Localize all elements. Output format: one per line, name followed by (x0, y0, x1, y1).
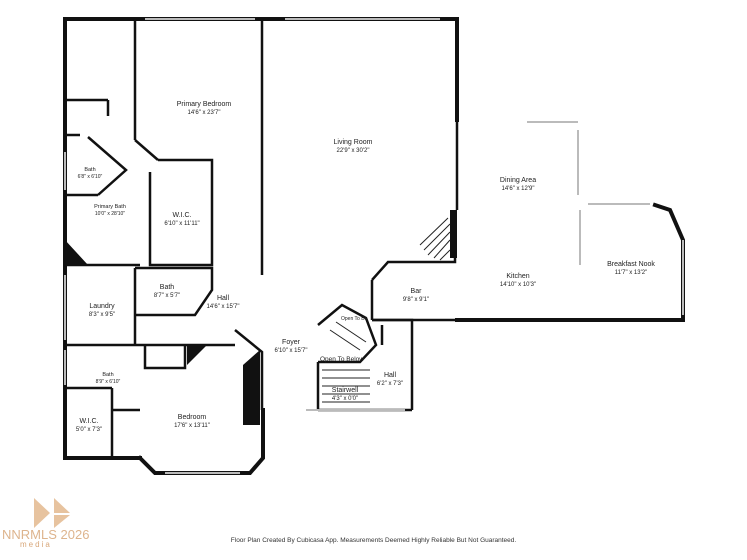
room-dims: 5'0" x 7'3" (75, 426, 103, 433)
room-name: Laundry (89, 303, 115, 310)
room-name: Bath (159, 284, 175, 291)
room-primary-bedroom: Primary Bedroom 14'6" x 23'7" (177, 101, 231, 117)
exterior-walls (63, 17, 685, 475)
open-to-below-small-label: Open To Be (341, 316, 368, 322)
room-name: Foyer (282, 339, 300, 346)
room-bar: Bar 9'8" x 9'1" (403, 288, 429, 304)
room-name: Bar (410, 288, 422, 295)
room-name: Hall (216, 295, 230, 302)
room-dims: 9'8" x 9'1" (402, 296, 430, 303)
room-dims: 14'6" x 23'7" (187, 109, 221, 116)
room-dims: 6'10" x 11'11" (164, 220, 200, 227)
footer-disclaimer: Floor Plan Created By Cubicasa App. Meas… (230, 537, 517, 544)
room-name: Bedroom (177, 414, 207, 421)
room-dims: 8'7" x 5'7" (153, 292, 181, 299)
room-name: Primary Bath (94, 204, 126, 210)
room-hall-2: Hall 6'2" x 7'3" (377, 372, 403, 388)
room-name: W.I.C. (172, 212, 192, 219)
room-name: Bath (102, 372, 114, 378)
room-name: Kitchen (506, 273, 530, 280)
room-bedroom: Bedroom 17'6" x 13'11" (174, 414, 210, 430)
room-bath-1: Bath 6'8" x 6'10" (78, 167, 103, 180)
room-bath-3: Bath 8'9" x 6'10" (96, 372, 121, 385)
room-dims: 4'3" x 0'0" (331, 395, 359, 402)
open-to-below-label: Open To Below (320, 356, 364, 363)
room-dims: 14'6" x 15'7" (206, 303, 240, 310)
room-bath-2: Bath 8'7" x 5'7" (154, 284, 180, 300)
room-name: Dining Area (499, 177, 537, 184)
room-name: Breakfast Nook (607, 261, 655, 268)
room-dims: 8'9" x 6'10" (95, 378, 121, 385)
room-dims: 6'10" x 15'7" (274, 347, 308, 354)
room-foyer: Foyer 6'10" x 15'7" (275, 339, 308, 355)
room-name: Living Room (333, 139, 373, 146)
room-dims: 14'6" x 12'9" (501, 185, 535, 192)
windows (64, 18, 684, 474)
room-wic-2: W.I.C. 5'0" x 7'3" (76, 418, 102, 434)
room-dims: 11'7" x 13'2" (614, 269, 648, 276)
room-name: Bath (84, 167, 96, 173)
room-dims: 22'9" x 30'2" (336, 147, 370, 154)
room-hall-1: Hall 14'6" x 15'7" (207, 295, 240, 311)
room-name: Stairwell (331, 387, 359, 394)
stairs (322, 217, 451, 403)
watermark-text: NNRMLS 2026 (2, 527, 90, 542)
room-wic-1: W.I.C. 6'10" x 11'11" (164, 212, 199, 228)
room-dims: 14'10" x 10'3" (499, 281, 537, 288)
room-stairwell: Stairwell 4'3" x 0'0" (332, 387, 358, 403)
room-dims: 6'2" x 7'3" (376, 380, 404, 387)
room-kitchen: Kitchen 14'10" x 10'3" (500, 273, 536, 289)
room-name: Hall (383, 372, 397, 379)
room-living-room: Living Room 22'9" x 30'2" (334, 139, 373, 155)
room-dining-area: Dining Area 14'6" x 12'9" (500, 177, 536, 193)
room-name: W.I.C. (79, 418, 99, 425)
filled-walls (65, 210, 457, 425)
room-laundry: Laundry 8'3" x 9'5" (89, 303, 115, 319)
logo-sub-text: media (20, 540, 52, 549)
room-dims: 17'6" x 13'11" (174, 422, 210, 429)
media-logo (34, 498, 70, 528)
room-dims: 6'8" x 6'10" (77, 173, 103, 180)
interior-walls (65, 19, 459, 458)
room-dims: 8'3" x 9'5" (88, 311, 116, 318)
room-breakfast-nook: Breakfast Nook 11'7" x 13'2" (607, 261, 655, 277)
room-name: Primary Bedroom (176, 101, 232, 108)
room-dims: 10'0" x 28'10" (94, 210, 126, 217)
room-primary-bath: Primary Bath 10'0" x 28'10" (94, 204, 126, 217)
